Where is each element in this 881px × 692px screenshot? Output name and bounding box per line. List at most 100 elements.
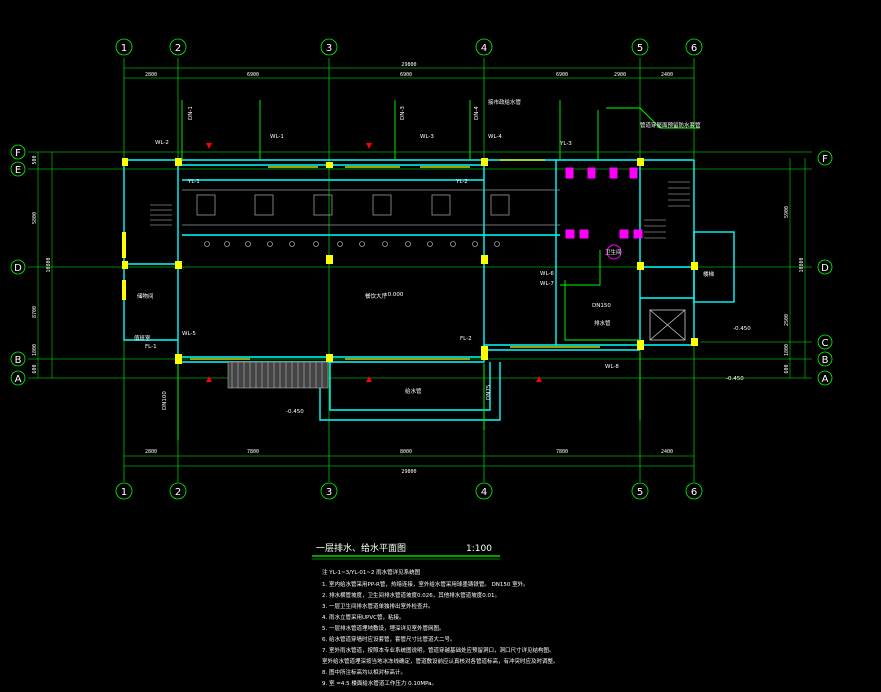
svg-text:4: 4 (481, 487, 487, 498)
svg-text:7800: 7800 (247, 449, 259, 455)
svg-text:1800: 1800 (784, 344, 790, 356)
elevator-shaft (649, 309, 686, 341)
axis-bubble-4-bottom: 4 (475, 482, 493, 500)
drawing-title: 一层排水、给水平面图 (316, 542, 406, 554)
dimension-text: 29800 2800 6900 6900 6900 2900 2400 2980… (32, 62, 805, 475)
svg-text:F: F (822, 154, 828, 165)
svg-text:WL-1: WL-1 (270, 134, 284, 140)
svg-text:5: 5 (637, 43, 643, 54)
svg-text:5800: 5800 (32, 212, 38, 224)
general-notes: 注 YL-1~3/YL-01~2 雨水管详见系统图 1. 室内给水管采用PP-R… (322, 568, 559, 687)
note-item: 3. 一层卫生间排水管道单独排出室外检查井。 (322, 602, 434, 610)
axis-bubble-6-bottom: 6 (685, 482, 703, 500)
axis-bubble-B-right: B (817, 351, 833, 367)
svg-text:楼梯: 楼梯 (703, 270, 715, 278)
axis-bubble-3-top: 3 (320, 38, 338, 56)
svg-text:-0.450: -0.450 (286, 409, 304, 415)
axis-bubble-4-top: 4 (475, 38, 493, 56)
stair-right (644, 181, 690, 239)
svg-text:YL-1: YL-1 (187, 179, 200, 185)
svg-text:6900: 6900 (400, 72, 412, 78)
svg-text:2500: 2500 (784, 314, 790, 326)
svg-text:给水管: 给水管 (405, 387, 422, 395)
axis-bubble-6-top: 6 (685, 38, 703, 56)
axis-bubble-D-left: D (10, 259, 26, 275)
svg-text:DN-1: DN-1 (188, 106, 194, 120)
axis-bubble-F-left: F (10, 144, 26, 160)
svg-text:FL-1: FL-1 (145, 344, 157, 350)
svg-text:7800: 7800 (556, 449, 568, 455)
svg-text:2800: 2800 (145, 72, 157, 78)
svg-text:29800: 29800 (401, 469, 416, 475)
svg-text:1800: 1800 (32, 344, 38, 356)
axis-bubble-5-top: 5 (631, 38, 649, 56)
svg-text:B: B (822, 355, 829, 366)
notes-header: 注 YL-1~3/YL-01~2 雨水管详见系统图 (322, 568, 421, 576)
axis-bubble-3-bottom: 3 (320, 482, 338, 500)
svg-text:3: 3 (326, 487, 332, 498)
svg-text:D: D (14, 263, 22, 274)
svg-text:餐饮大厅: 餐饮大厅 (365, 292, 388, 300)
svg-text:2: 2 (175, 487, 181, 498)
svg-text:5: 5 (637, 487, 643, 498)
svg-text:YL-3: YL-3 (559, 141, 572, 147)
svg-text:±0.000: ±0.000 (383, 292, 404, 298)
svg-text:8000: 8000 (400, 449, 412, 455)
svg-text:2800: 2800 (145, 449, 157, 455)
axis-bubble-C-right: C (817, 334, 833, 350)
svg-text:C: C (822, 338, 829, 349)
note-item: 6. 给水管道穿墙时应设套管，套管尺寸比管道大二号。 (322, 635, 456, 643)
svg-text:6900: 6900 (247, 72, 259, 78)
svg-text:E: E (15, 165, 21, 176)
axis-bubble-A-left: A (10, 370, 26, 386)
svg-text:WL-8: WL-8 (605, 364, 619, 370)
note-item: 5. 一层排水管道埋地敷设，埋深详见室外管网图。 (322, 624, 445, 632)
svg-text:-0.450: -0.450 (726, 376, 744, 382)
svg-text:WL-2: WL-2 (155, 140, 169, 146)
svg-text:接市政给水管: 接市政给水管 (488, 98, 522, 106)
column-axis-labels: 1 2 3 4 5 6 1 2 3 4 5 6 (115, 38, 703, 500)
svg-text:WL-3: WL-3 (420, 134, 434, 140)
note-item: 9. 室 =4.5 楼面给水管道工作压力 0.10MPa。 (322, 679, 437, 687)
svg-text:WL-4: WL-4 (488, 134, 502, 140)
svg-text:29800: 29800 (401, 62, 416, 68)
svg-text:-0.450: -0.450 (733, 326, 751, 332)
note-item: 2. 排水横管坡度，卫生间排水管道坡度0.026，其他排水管道坡度0.01。 (322, 591, 500, 599)
building-walls (123, 159, 735, 421)
note-item: 7. 室外雨水管道，按照本专业系统图说明，管道穿越基础处应预留洞口，洞口尺寸详见… (322, 646, 555, 654)
svg-text:600: 600 (32, 364, 38, 373)
svg-text:6: 6 (691, 487, 697, 498)
axis-bubble-A-right: A (817, 370, 833, 386)
axis-bubble-5-bottom: 5 (631, 482, 649, 500)
drawing-scale: 1:100 (466, 544, 492, 554)
axis-bubble-2-bottom: 2 (169, 482, 187, 500)
toilet-fixtures (565, 167, 643, 260)
svg-text:2: 2 (175, 43, 181, 54)
axis-bubble-F-right: F (817, 150, 833, 166)
svg-text:FL-2: FL-2 (460, 336, 472, 342)
red-markers (206, 143, 542, 382)
svg-text:10800: 10800 (46, 257, 52, 272)
svg-text:8700: 8700 (32, 306, 38, 318)
svg-text:6900: 6900 (556, 72, 568, 78)
svg-text:B: B (15, 355, 22, 366)
structural-columns (122, 158, 698, 364)
axis-bubble-D-right: D (817, 259, 833, 275)
svg-text:2900: 2900 (614, 72, 626, 78)
pipe-labels: DN-1 WL-1 DN-3 WL-3 DN-4 WL-2 WL-4 YL-1 … (145, 98, 701, 410)
svg-text:1: 1 (121, 43, 127, 54)
svg-text:A: A (822, 374, 829, 385)
svg-text:YL-2: YL-2 (455, 179, 468, 185)
svg-text:1: 1 (121, 487, 127, 498)
svg-text:A: A (15, 374, 22, 385)
axis-bubble-2-top: 2 (169, 38, 187, 56)
room-labels: 餐饮大厅 ±0.000 储物间 值班室 卫生间 楼梯 -0.450 -0.450… (134, 248, 751, 415)
dimension-lines (37, 67, 806, 467)
axis-bubble-B-left: B (10, 351, 26, 367)
row-axis-labels: F E D B A F D C B A (10, 144, 833, 386)
svg-text:卫生间: 卫生间 (605, 248, 622, 256)
svg-text:管道穿屋面预留防水套管: 管道穿屋面预留防水套管 (640, 121, 701, 129)
note-item: 4. 雨水立管采用UPVC管，粘接。 (322, 613, 404, 621)
note-item: 1. 室内给水管采用PP-R管，热熔连接，室外给水管采用球墨铸铁管。 DN150… (322, 580, 529, 588)
